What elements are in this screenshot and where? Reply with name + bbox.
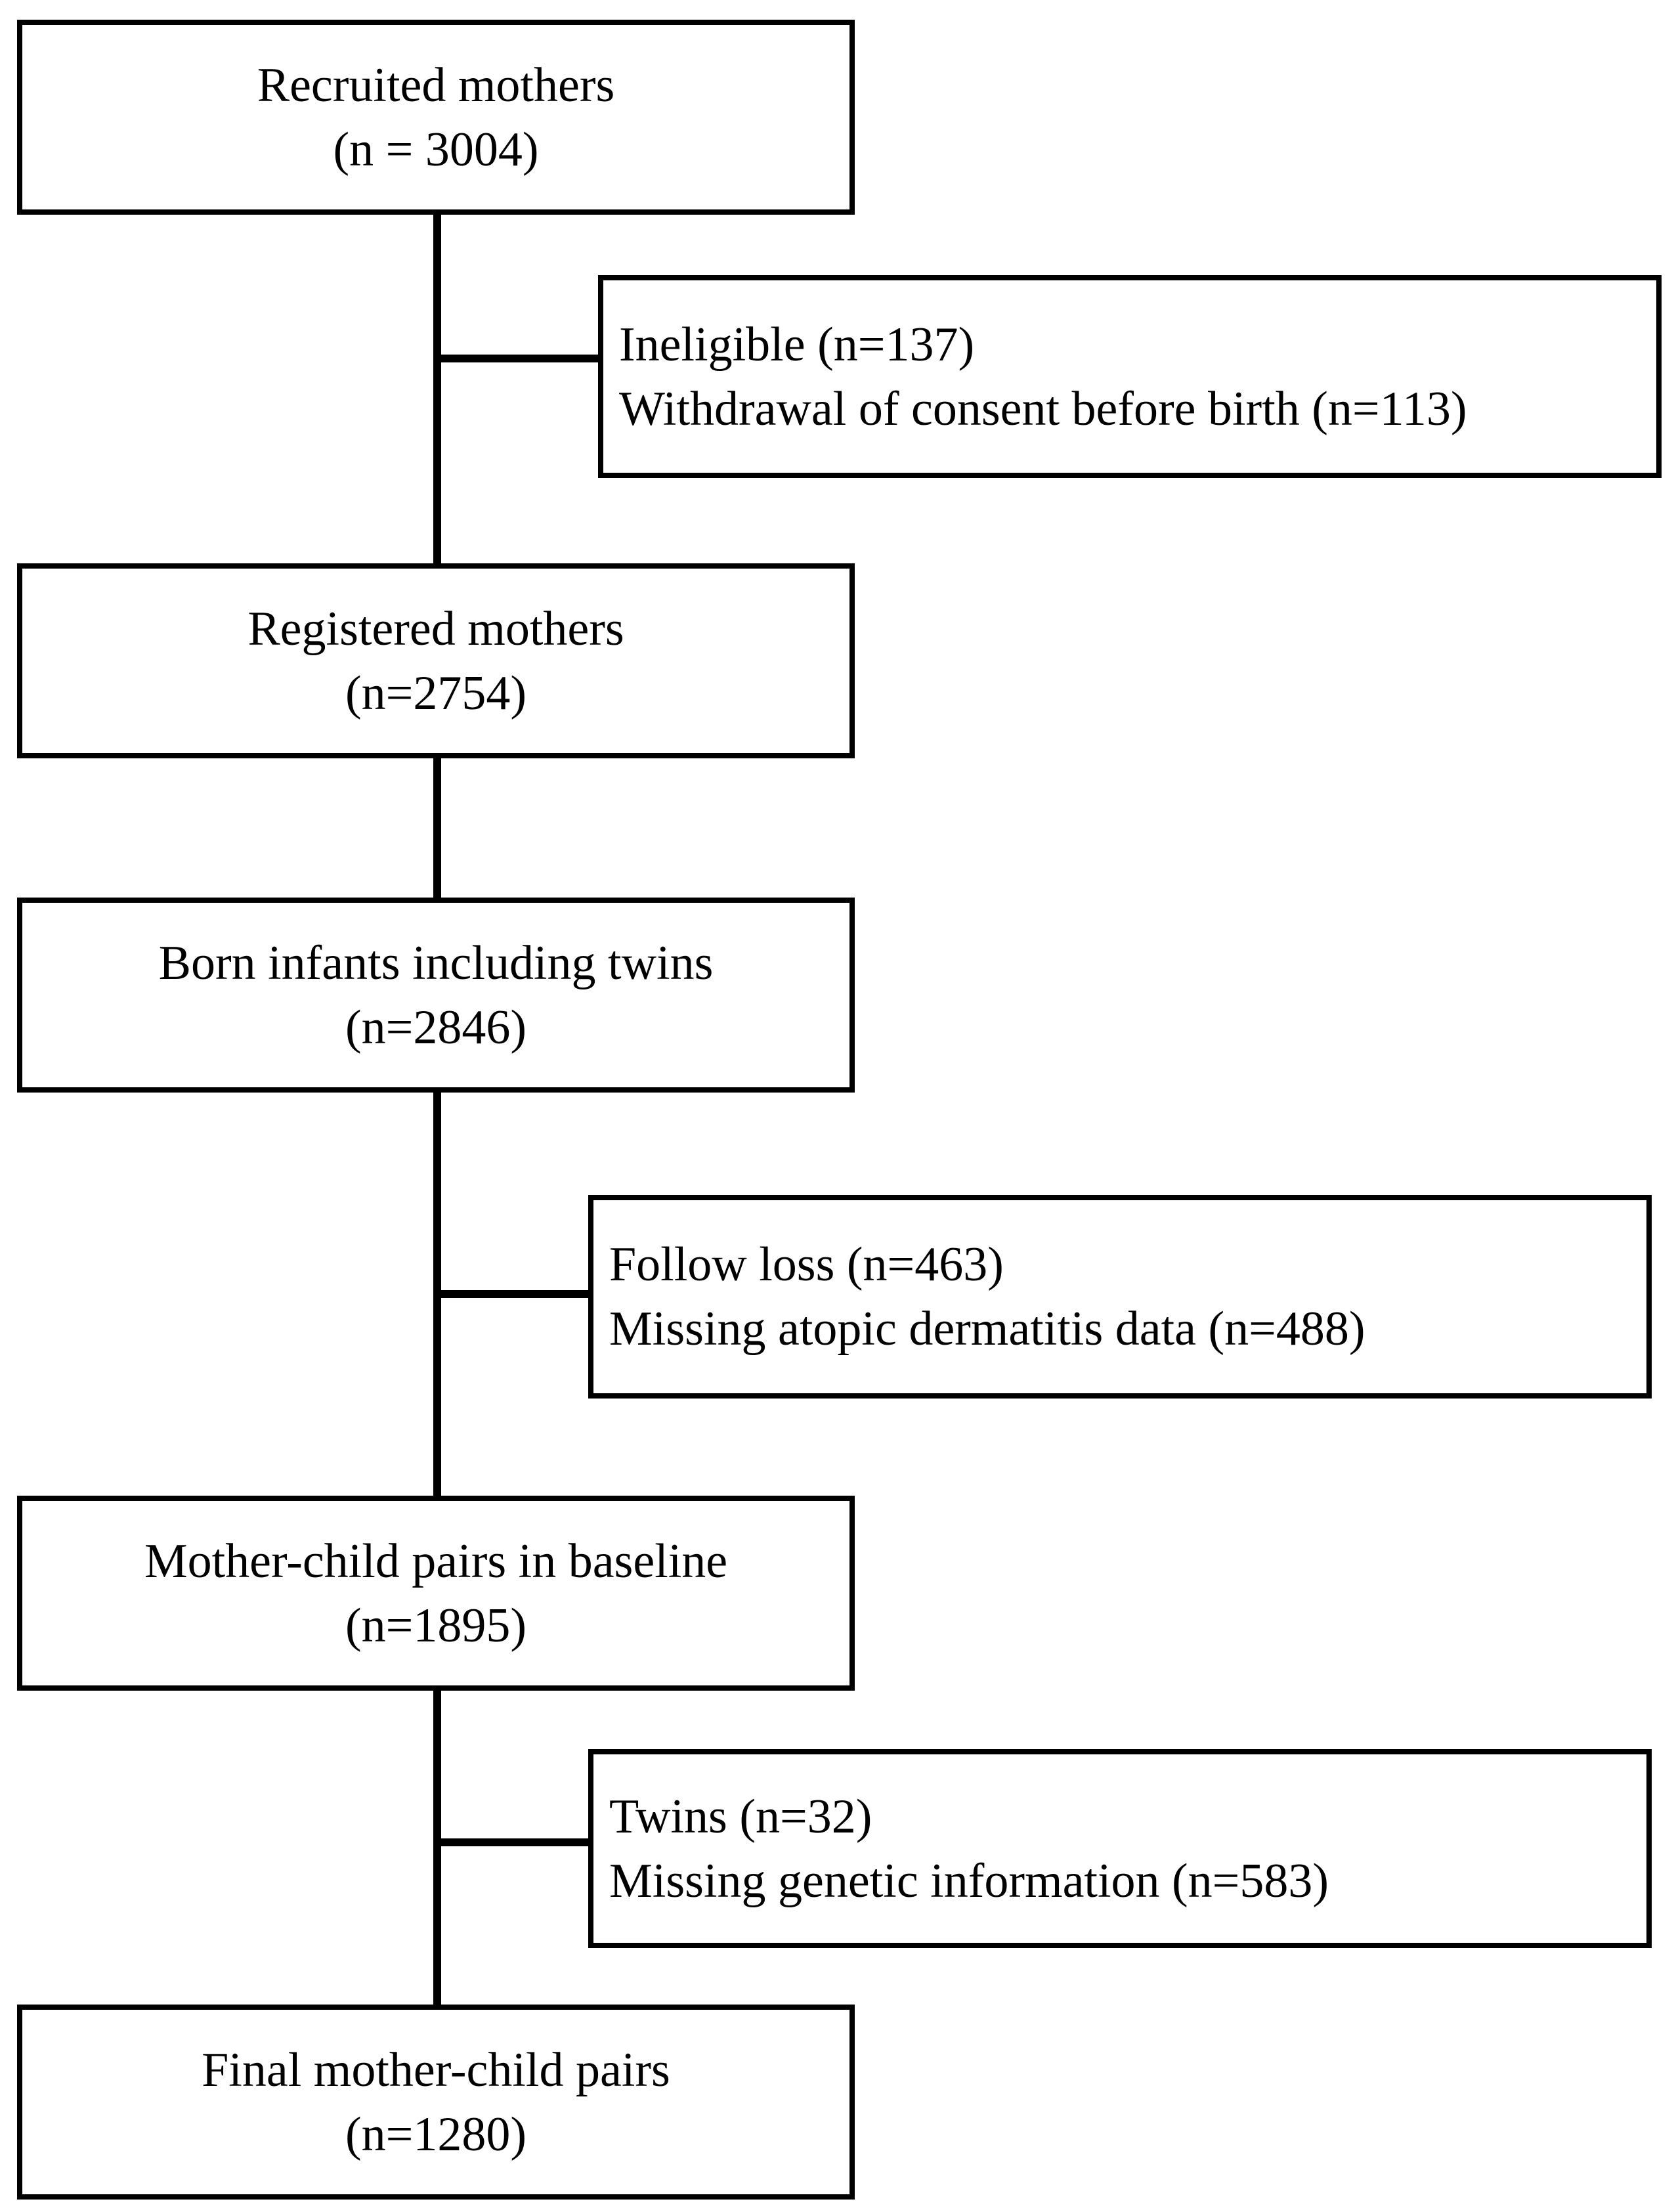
exclusion-line: Withdrawal of consent before birth (n=11… [619,381,1467,436]
exclusion-line: Ineligible (n=137) [619,317,975,372]
exclusion-line: Missing atopic dermatitis data (n=488) [609,1302,1365,1356]
flow-box-final-pairs: Final mother-child pairs (n=1280) [17,2005,855,2200]
flow-box-baseline-pairs: Mother-child pairs in baseline (n=1895) [17,1496,855,1691]
exclusion-line: Twins (n=32) [609,1789,872,1844]
flow-box-title: Final mother-child pairs [202,2043,670,2097]
flow-connector-vertical-1 [433,212,441,567]
exclusion-connector-1 [433,355,601,362]
flow-box-count: (n=2846) [345,1000,527,1054]
flow-box-count: (n = 3004) [333,122,539,177]
flow-box-count: (n=1280) [345,2107,527,2161]
flow-box-born-infants: Born infants including twins (n=2846) [17,898,855,1093]
flow-box-title: Born infants including twins [158,936,714,990]
flow-connector-vertical-4 [433,1687,441,2008]
flow-box-title: Mother-child pairs in baseline [144,1534,728,1588]
exclusion-box-twins-missing-genetic: Twins (n=32) Missing genetic information… [588,1749,1652,1948]
flow-box-title: Recruited mothers [257,58,615,112]
flow-box-title: Registered mothers [247,601,624,656]
flow-connector-vertical-2 [433,756,441,901]
exclusion-connector-2 [433,1290,591,1298]
exclusion-box-follow-loss-missing-data: Follow loss (n=463) Missing atopic derma… [588,1195,1652,1399]
exclusion-connector-3 [433,1838,591,1846]
flow-box-recruited-mothers: Recruited mothers (n = 3004) [17,20,855,215]
exclusion-box-ineligible-withdrawal: Ineligible (n=137) Withdrawal of consent… [598,275,1662,478]
flow-box-registered-mothers: Registered mothers (n=2754) [17,563,855,758]
flow-box-count: (n=2754) [345,666,527,720]
exclusion-line: Missing genetic information (n=583) [609,1854,1329,1908]
flow-box-count: (n=1895) [345,1598,527,1653]
exclusion-line: Follow loss (n=463) [609,1238,1004,1291]
